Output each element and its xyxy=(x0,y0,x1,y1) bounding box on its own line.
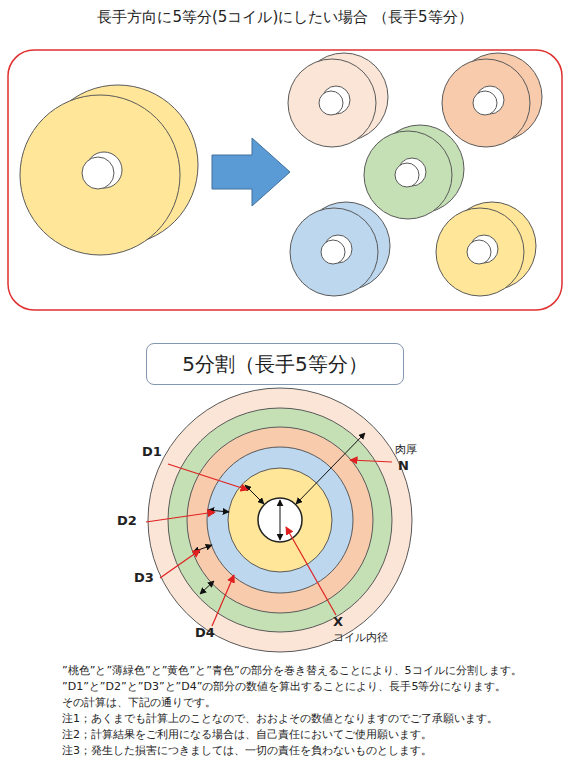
note-text: ”桃色”と”薄緑色”と”黄色”と”青色”の部分を巻き替えることにより、5コイルに… xyxy=(62,664,522,677)
note-text: ”D1”と”D2”と”D3”と”D4”の部分の数値を算出することにより、長手5等… xyxy=(62,680,506,693)
coil-orange xyxy=(442,53,542,147)
heading-box: 5分割（長手5等分） xyxy=(146,343,404,385)
coil-yellow xyxy=(436,202,536,296)
block-arrow xyxy=(212,138,290,206)
dimension-label: D3 xyxy=(134,570,154,586)
box-label: 5分割（長手5等分） xyxy=(182,352,367,376)
note-text: 注1；あくまでも計算上のことなので、おおよその数値となりますのでご了承願います。 xyxy=(62,712,498,725)
dimension-label: D1 xyxy=(142,444,162,460)
note-text: 注2；計算結果をご利用になる場合は、自己責任においてご使用願います。 xyxy=(62,728,432,741)
dimension-label: D4 xyxy=(195,625,215,641)
coil-large xyxy=(20,85,198,255)
dimension-label: コイル内径 xyxy=(333,631,388,644)
dimension-label: X xyxy=(333,614,343,630)
coil-section xyxy=(148,388,412,652)
coil-blue xyxy=(290,202,390,296)
dimension-arrows xyxy=(193,433,365,594)
page-title: 長手方向に5等分(5コイル)にしたい場合 （長手5等分） xyxy=(97,8,472,26)
leader-lines xyxy=(146,460,392,626)
dimension-label: 肉厚 xyxy=(395,443,417,456)
coil-green xyxy=(364,125,464,219)
group-frame xyxy=(8,50,562,310)
dimension-label: D2 xyxy=(117,513,137,529)
coil-peach xyxy=(288,53,388,147)
note-text: その計算は、下記の通りです。 xyxy=(62,696,216,709)
dimension-label: N xyxy=(398,458,409,474)
note-text: 注3；発生した損害につきましては、一切の責任を負わないものとします。 xyxy=(62,744,432,757)
